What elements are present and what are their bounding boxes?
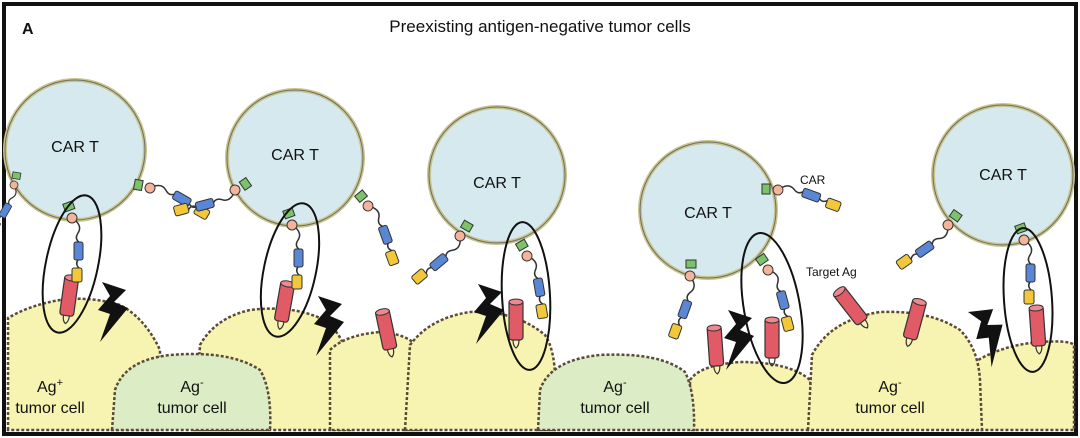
ag-negative-sublabel: tumor cell bbox=[580, 400, 649, 417]
tumor-cell-ag-negative bbox=[110, 352, 272, 432]
ag-positive-sublabel: tumor cell bbox=[15, 400, 84, 417]
ag-negative-sublabel: tumor cell bbox=[157, 400, 226, 417]
car-t-label: CAR T bbox=[684, 205, 732, 222]
tumor-cell-ag-negative bbox=[536, 353, 696, 432]
tumor-cell-ag-positive bbox=[688, 360, 817, 432]
ag-negative-label: Ag- bbox=[180, 377, 204, 396]
ag-positive-label: Ag+ bbox=[37, 377, 63, 396]
panel-label: A bbox=[22, 21, 34, 38]
car-t-label: CAR T bbox=[51, 139, 99, 156]
figure-title: Preexisting antigen-negative tumor cells bbox=[389, 17, 690, 36]
target-ag-label: Target Ag bbox=[806, 265, 857, 279]
car-label: CAR bbox=[800, 173, 826, 187]
ag-negative-label: Ag- bbox=[603, 377, 627, 396]
car-t-label: CAR T bbox=[271, 147, 319, 164]
synapse-highlight-layer bbox=[41, 194, 1054, 385]
car-t-label: CAR T bbox=[979, 167, 1027, 184]
tumor-cell-layer bbox=[6, 297, 1076, 432]
tumor-cell-ag-positive bbox=[403, 310, 557, 432]
ag-negative-sublabel: tumor cell bbox=[855, 400, 924, 417]
tumor-cell-ag-negative bbox=[806, 310, 984, 432]
ag-negative-label: Ag- bbox=[878, 377, 902, 396]
car-t-label: CAR T bbox=[473, 175, 521, 192]
car-t-cell-layer bbox=[3, 78, 1075, 280]
